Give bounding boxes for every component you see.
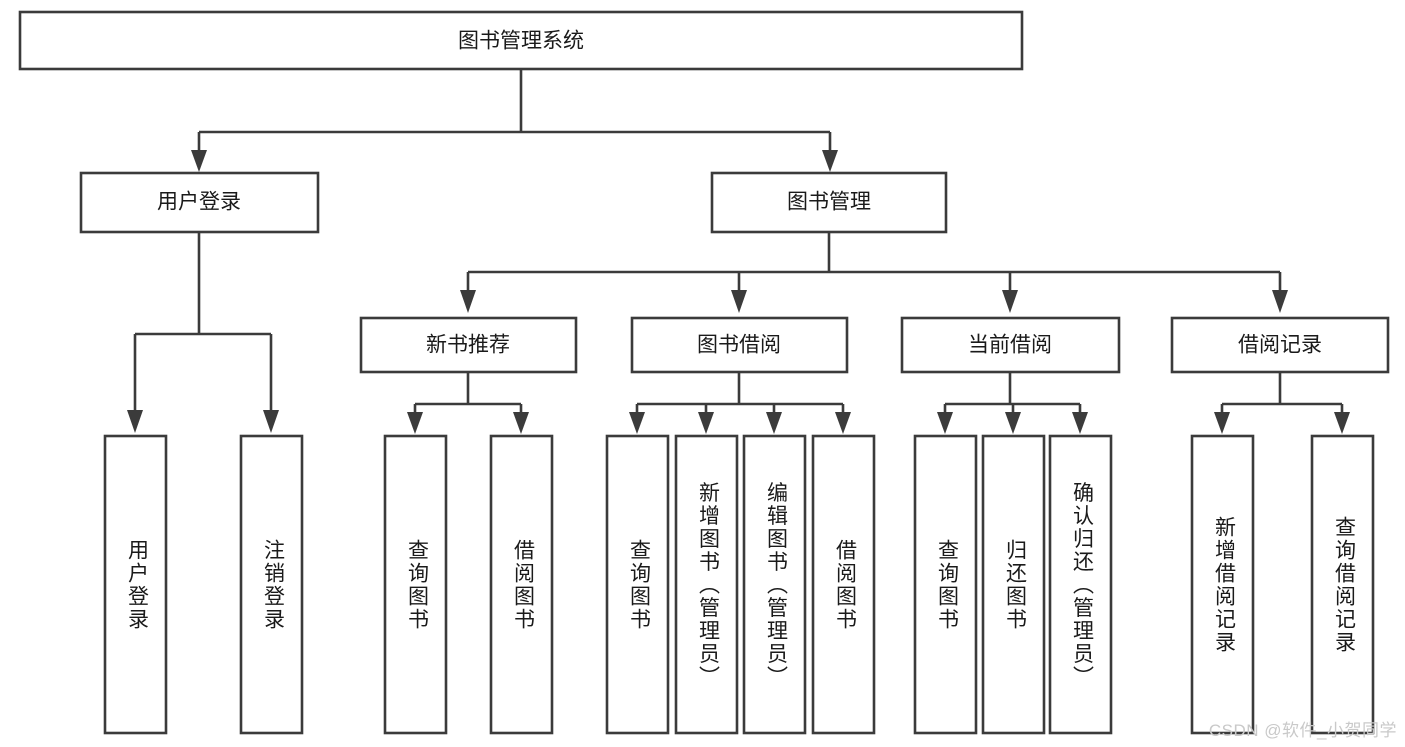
node-new-book-recommend-label: 新书推荐 [426, 334, 510, 357]
leaf-label: 查询图书 [405, 539, 429, 631]
arrow-head-icon [629, 412, 645, 434]
arrow-head-icon [822, 150, 838, 172]
leaf-label: 注销登录 [261, 539, 285, 631]
leaf-label: 借阅图书 [511, 539, 535, 631]
node-user-login[interactable]: 用户登录 [79, 171, 320, 234]
leaf-box [913, 434, 978, 735]
leaf-label: 用户登录 [125, 539, 149, 631]
connector-new-book-recommend-to-leaves [407, 372, 529, 434]
arrow-head-icon [1002, 290, 1018, 313]
arrow-head-icon [937, 412, 953, 434]
leaf-current-borrow-1[interactable]: 归还图书 [981, 434, 1046, 735]
node-book-borrow[interactable]: 图书借阅 [630, 316, 849, 374]
leaf-label: 查询借阅记录 [1332, 516, 1356, 654]
arrow-head-icon [698, 412, 714, 434]
node-root-box [18, 10, 1024, 71]
leaf-box [811, 434, 876, 735]
leaf-box [1048, 434, 1113, 735]
leaf-label: 查询图书 [627, 539, 651, 631]
leaf-borrow-record-0[interactable]: 新增借阅记录 [1190, 434, 1255, 735]
node-book-management[interactable]: 图书管理 [710, 171, 948, 234]
leaf-box [981, 434, 1046, 735]
arrow-head-icon [407, 412, 423, 434]
arrow-head-icon [1272, 290, 1288, 313]
node-current-borrow-label: 当前借阅 [968, 334, 1052, 357]
leaf-new-book-recommend-0[interactable]: 查询图书 [383, 434, 448, 735]
leaf-box [674, 434, 739, 735]
leaf-user-login-1[interactable]: 注销登录 [239, 434, 304, 735]
node-borrow-record[interactable]: 借阅记录 [1170, 316, 1390, 374]
leaf-book-borrow-0[interactable]: 查询图书 [605, 434, 670, 735]
connector-root-to-level1 [191, 69, 838, 172]
leaf-label: 新增借阅记录 [1212, 516, 1236, 654]
leaf-label: 归还图书 [1003, 539, 1027, 631]
leaf-box [103, 434, 168, 735]
arrow-head-icon [1334, 412, 1350, 434]
node-user-login-box [79, 171, 320, 234]
leaf-box [742, 434, 807, 735]
leaf-box [489, 434, 554, 735]
node-new-book-recommend[interactable]: 新书推荐 [359, 316, 578, 374]
leaf-label: 确认归还（管理员） [1070, 482, 1094, 689]
leaf-box [383, 434, 448, 735]
arrow-head-icon [1214, 412, 1230, 434]
leaf-box [239, 434, 304, 735]
node-root-label: 图书管理系统 [458, 30, 584, 53]
leaf-book-borrow-2[interactable]: 编辑图书（管理员） [742, 434, 807, 735]
leaf-new-book-recommend-1[interactable]: 借阅图书 [489, 434, 554, 735]
connector-book-management-to-level2 [460, 232, 1288, 313]
leaf-label: 查询图书 [935, 539, 959, 631]
leaf-label: 借阅图书 [833, 539, 857, 631]
connector-user-login-to-leaves [127, 232, 279, 433]
node-new-book-recommend-box [359, 316, 578, 374]
arrow-head-icon [1072, 412, 1088, 434]
arrow-head-icon [513, 412, 529, 434]
node-root[interactable]: 图书管理系统 [18, 10, 1024, 71]
node-current-borrow[interactable]: 当前借阅 [900, 316, 1121, 374]
connector-book-borrow-to-leaves [629, 372, 851, 434]
leaf-label: 新增图书（管理员） [696, 482, 720, 689]
node-current-borrow-box [900, 316, 1121, 374]
leaf-current-borrow-2[interactable]: 确认归还（管理员） [1048, 434, 1113, 735]
arrow-head-icon [766, 412, 782, 434]
connector-borrow-record-to-leaves [1214, 372, 1350, 434]
leaf-box [1310, 434, 1375, 735]
arrow-head-icon [731, 290, 747, 313]
leaf-current-borrow-0[interactable]: 查询图书 [913, 434, 978, 735]
connector-current-borrow-to-leaves [937, 372, 1088, 434]
arrow-head-icon [191, 150, 207, 172]
node-user-login-label: 用户登录 [157, 191, 241, 214]
arrow-head-icon [1005, 412, 1021, 434]
node-borrow-record-label: 借阅记录 [1238, 334, 1322, 357]
leaf-book-borrow-3[interactable]: 借阅图书 [811, 434, 876, 735]
arrow-head-icon [263, 410, 279, 433]
node-book-management-label: 图书管理 [787, 191, 871, 214]
arrow-head-icon [127, 410, 143, 433]
leaf-box [605, 434, 670, 735]
node-book-borrow-label: 图书借阅 [697, 334, 781, 357]
leaf-borrow-record-1[interactable]: 查询借阅记录 [1310, 434, 1375, 735]
arrow-head-icon [460, 290, 476, 313]
leaf-user-login-0[interactable]: 用户登录 [103, 434, 168, 735]
leaf-label: 编辑图书（管理员） [764, 482, 788, 689]
arrow-head-icon [835, 412, 851, 434]
leaf-box [1190, 434, 1255, 735]
leaf-book-borrow-1[interactable]: 新增图书（管理员） [674, 434, 739, 735]
